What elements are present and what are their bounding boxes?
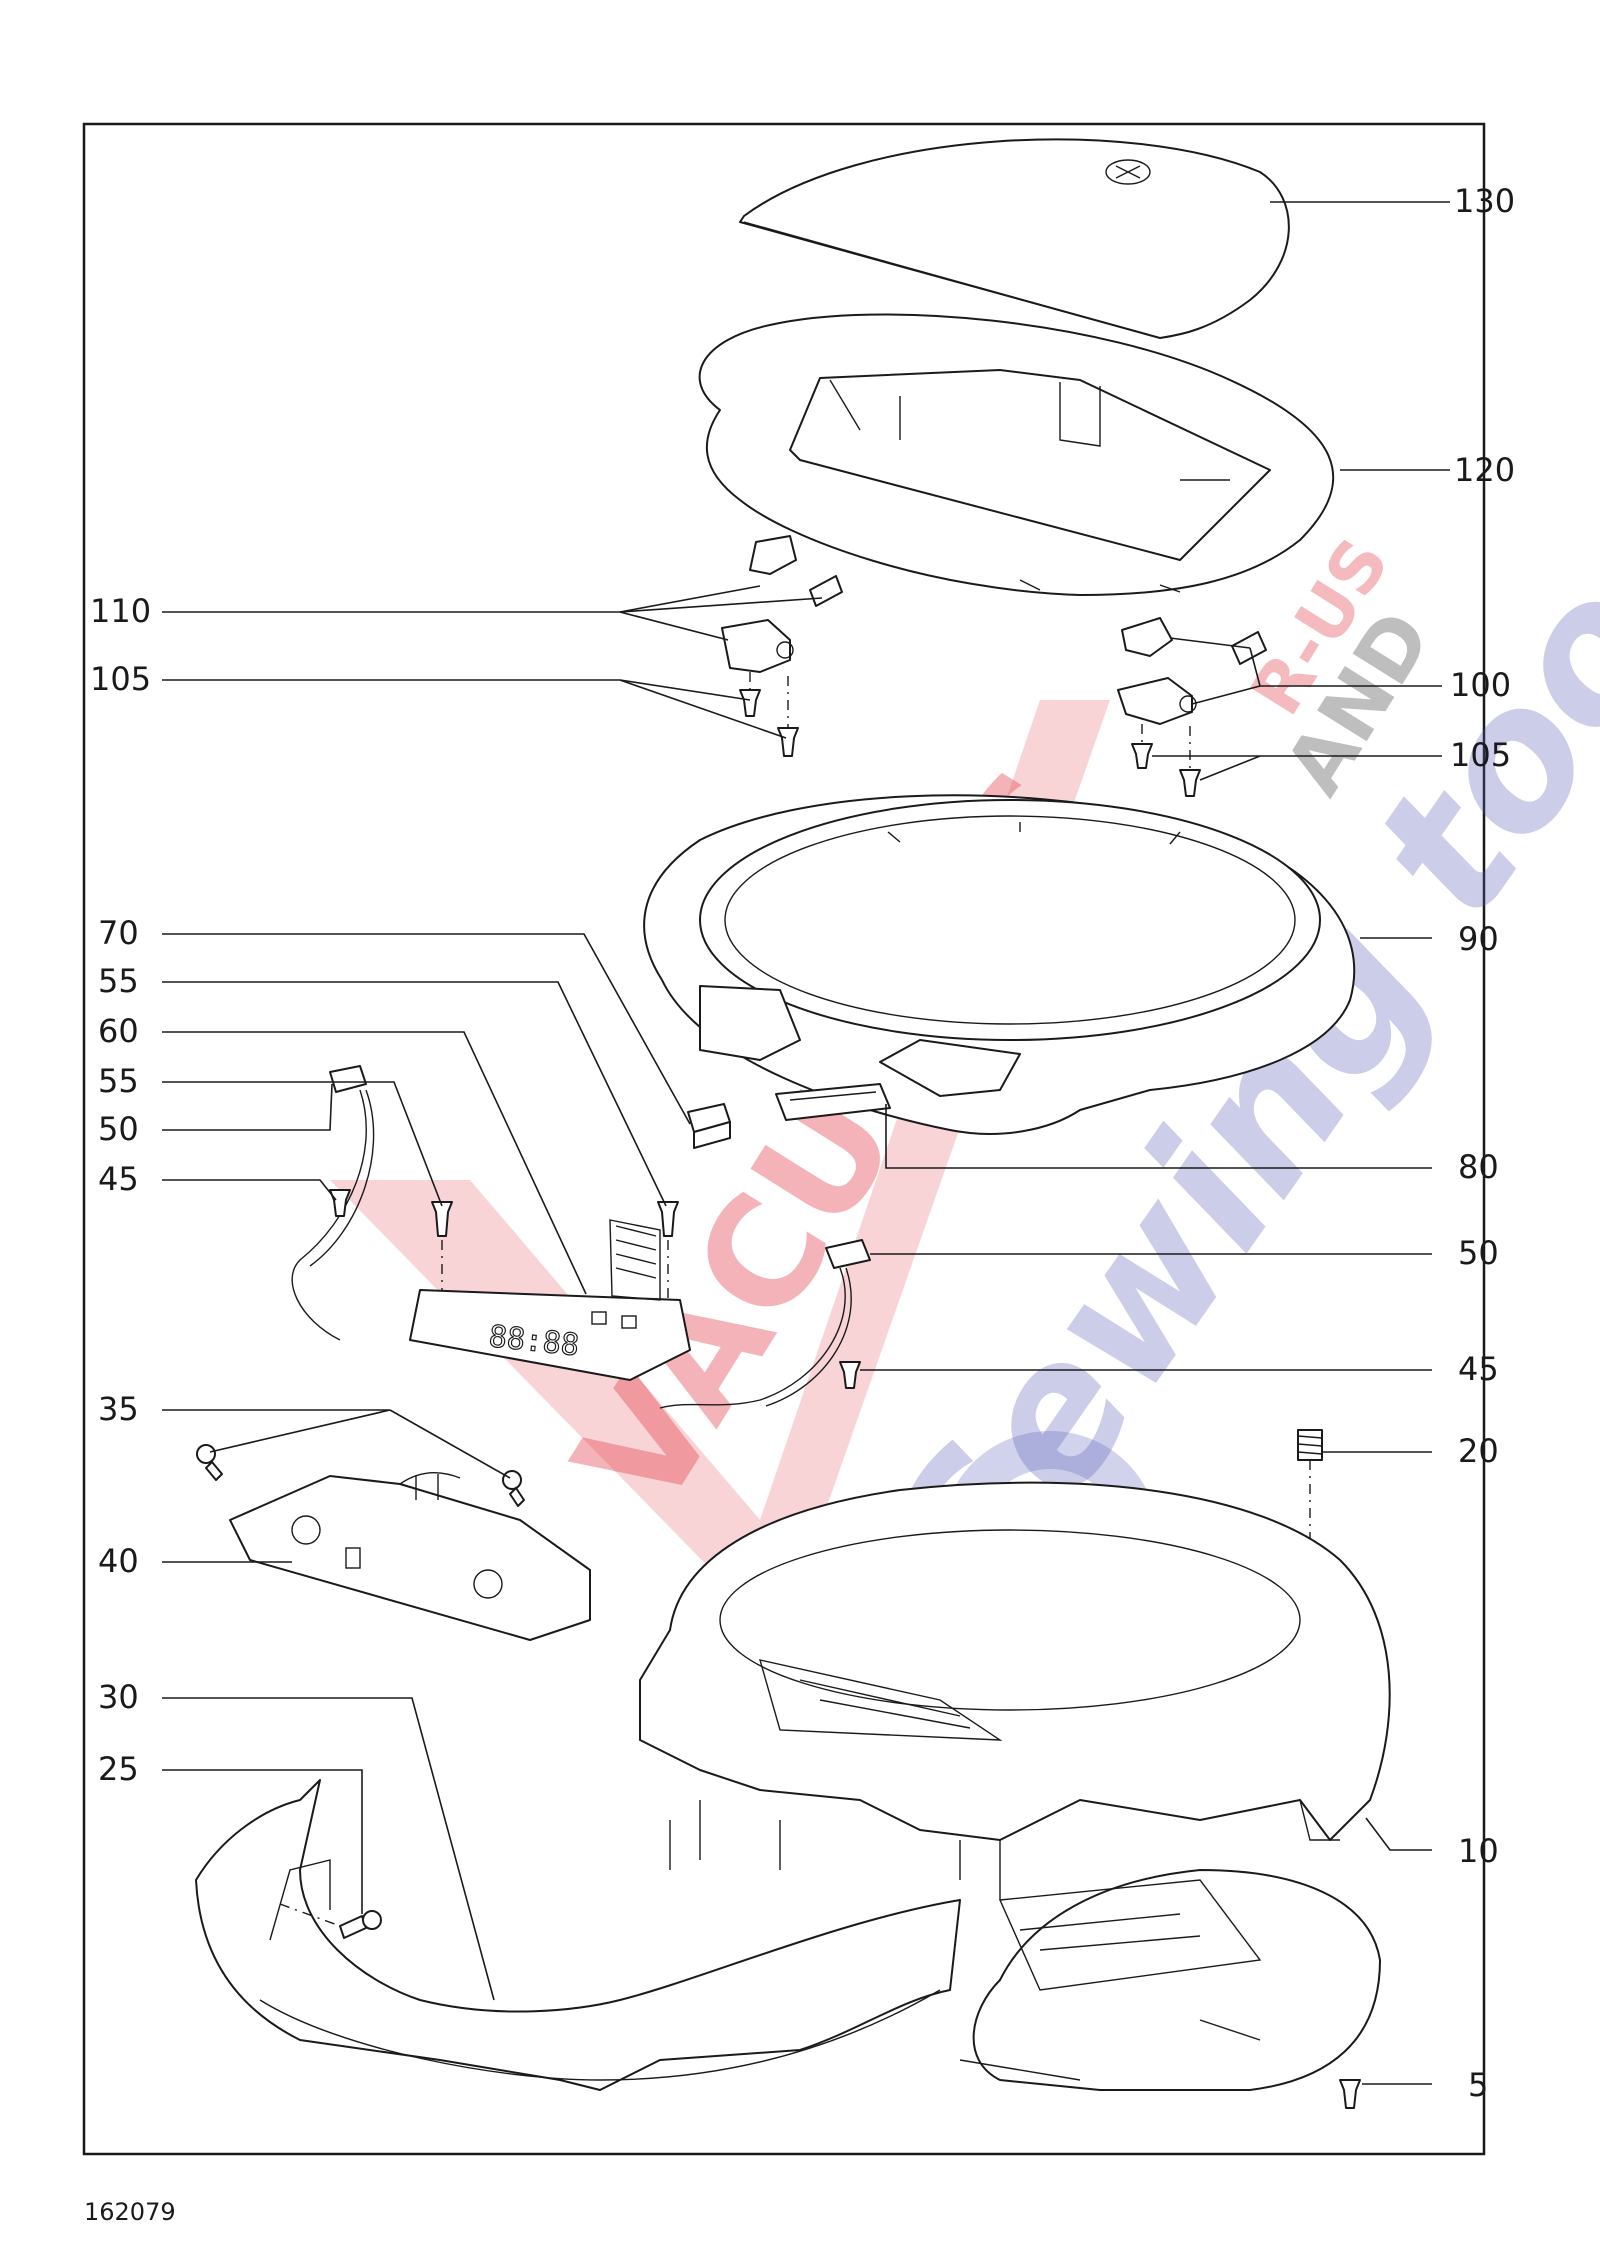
drawing-number: 162079 (84, 2198, 176, 2226)
callout-30: 30 (98, 1678, 139, 1716)
part-45-screw-left (329, 1189, 351, 1217)
part-25-screw (279, 1903, 382, 1939)
part-45-screw-right (839, 1361, 861, 1389)
callout-50-left: 50 (98, 1110, 139, 1148)
callout-105-left: 105 (90, 660, 151, 698)
drawing-frame (82, 122, 1486, 2156)
bottom-base-internals (959, 1869, 1381, 2091)
part-35-screws (196, 1444, 525, 1507)
part-50-sensor-right (659, 1239, 871, 1409)
callout-80: 80 (1458, 1148, 1499, 1186)
part-105-screws-right (1131, 724, 1201, 797)
part-90-top-housing (643, 794, 1356, 1135)
callout-50-right: 50 (1458, 1234, 1499, 1272)
callout-35: 35 (98, 1390, 139, 1428)
callout-55-b: 55 (98, 1062, 139, 1100)
callout-120: 120 (1454, 451, 1515, 489)
part-20-spring (1297, 1429, 1323, 1560)
part-10-main-chassis (639, 1481, 1391, 1900)
part-50-sensor-left (291, 1065, 375, 1341)
callout-105-right: 105 (1450, 736, 1511, 774)
part-130-cover-lid (739, 138, 1290, 339)
part-70-connector (687, 1103, 731, 1149)
callout-10: 10 (1458, 1832, 1499, 1870)
watermark-red-chevron (330, 700, 1110, 1640)
part-60-display-pcb: 88:88 (409, 1219, 691, 1381)
callout-45-right: 45 (1458, 1350, 1499, 1388)
callout-55-a: 55 (98, 962, 139, 1000)
part-40-bumper-sensor-board (229, 1471, 591, 1641)
callout-40: 40 (98, 1542, 139, 1580)
callout-60: 60 (98, 1012, 139, 1050)
callout-70: 70 (98, 914, 139, 952)
part-105-screws-left (739, 672, 799, 757)
callout-110: 110 (90, 592, 151, 630)
callout-25: 25 (98, 1750, 139, 1788)
part-30-front-bumper (195, 1779, 961, 2091)
callout-90: 90 (1458, 920, 1499, 958)
callout-labels: 130 120 110 105 100 105 90 70 55 60 55 5… (90, 182, 1515, 2104)
leader-lines (162, 201, 1450, 2085)
callout-20: 20 (1458, 1432, 1499, 1470)
part-5-screw (1339, 2079, 1361, 2109)
callout-5: 5 (1468, 2066, 1488, 2104)
part-80-bracket (775, 1083, 891, 1121)
callout-45-left: 45 (98, 1160, 139, 1198)
part-120-top-frame (698, 313, 1335, 596)
callout-100: 100 (1450, 666, 1511, 704)
callout-130: 130 (1454, 182, 1515, 220)
part-110-hinge-left (721, 535, 843, 673)
part-100-hinge-right (1117, 617, 1267, 725)
